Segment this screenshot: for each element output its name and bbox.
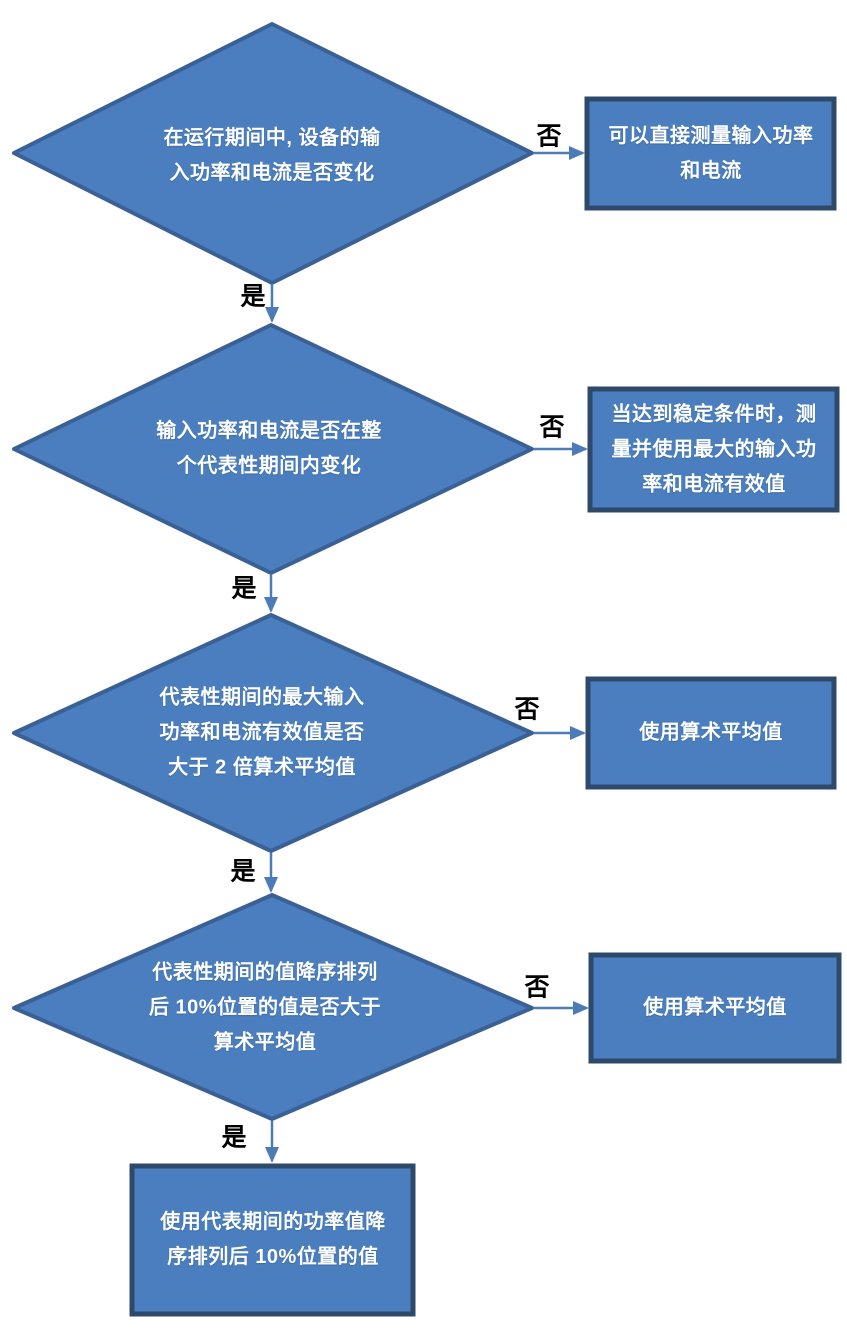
yes-label-4: 是 [221, 1123, 247, 1152]
no-label-1: 否 [536, 122, 562, 151]
outcome-box-2 [587, 386, 840, 513]
yes-label-3: 是 [230, 857, 256, 886]
final-outcome-box [129, 1163, 416, 1317]
outcome-box-4 [588, 952, 842, 1064]
outcome-3-label: 使用算术平均值 [639, 721, 783, 744]
decision-2-label: 输入功率和电流是否在整 个代表性期间内变化 [156, 420, 382, 477]
decision-3-label: 代表性期间的最大输入 功率和电流有效值是否 大于 2 倍算术平均值 [159, 686, 365, 779]
decision-4-diamond [12, 893, 534, 1121]
outcome-1-label: 可以直接测量输入功率 和电流 [608, 125, 814, 182]
outcome-2-label: 当达到稳定条件时，测 量并使用最大的输入功 率和电流有效值 [611, 403, 817, 496]
no-label-4: 否 [524, 973, 550, 1002]
decision-1-label: 在运行期间中, 设备的输 入功率和电流是否变化 [163, 127, 381, 184]
decision-2-diamond [12, 323, 534, 575]
no-label-3: 否 [514, 695, 540, 724]
outcome-box-1 [584, 96, 837, 211]
yes-label-2: 是 [231, 574, 257, 603]
decision-4-label: 代表性期间的值降序排列 后 10%位置的值是否大于 算术平均值 [148, 961, 382, 1054]
decision-1-diamond [12, 22, 534, 285]
final-outcome-label: 使用代表期间的功率值降 序排列后 10%位置的值 [160, 1211, 386, 1268]
outcome-box-3 [585, 676, 837, 790]
yes-label-1: 是 [240, 282, 266, 311]
no-label-2: 否 [539, 413, 565, 442]
outcome-4-label: 使用算术平均值 [643, 996, 787, 1019]
decision-3-diamond [12, 613, 534, 853]
